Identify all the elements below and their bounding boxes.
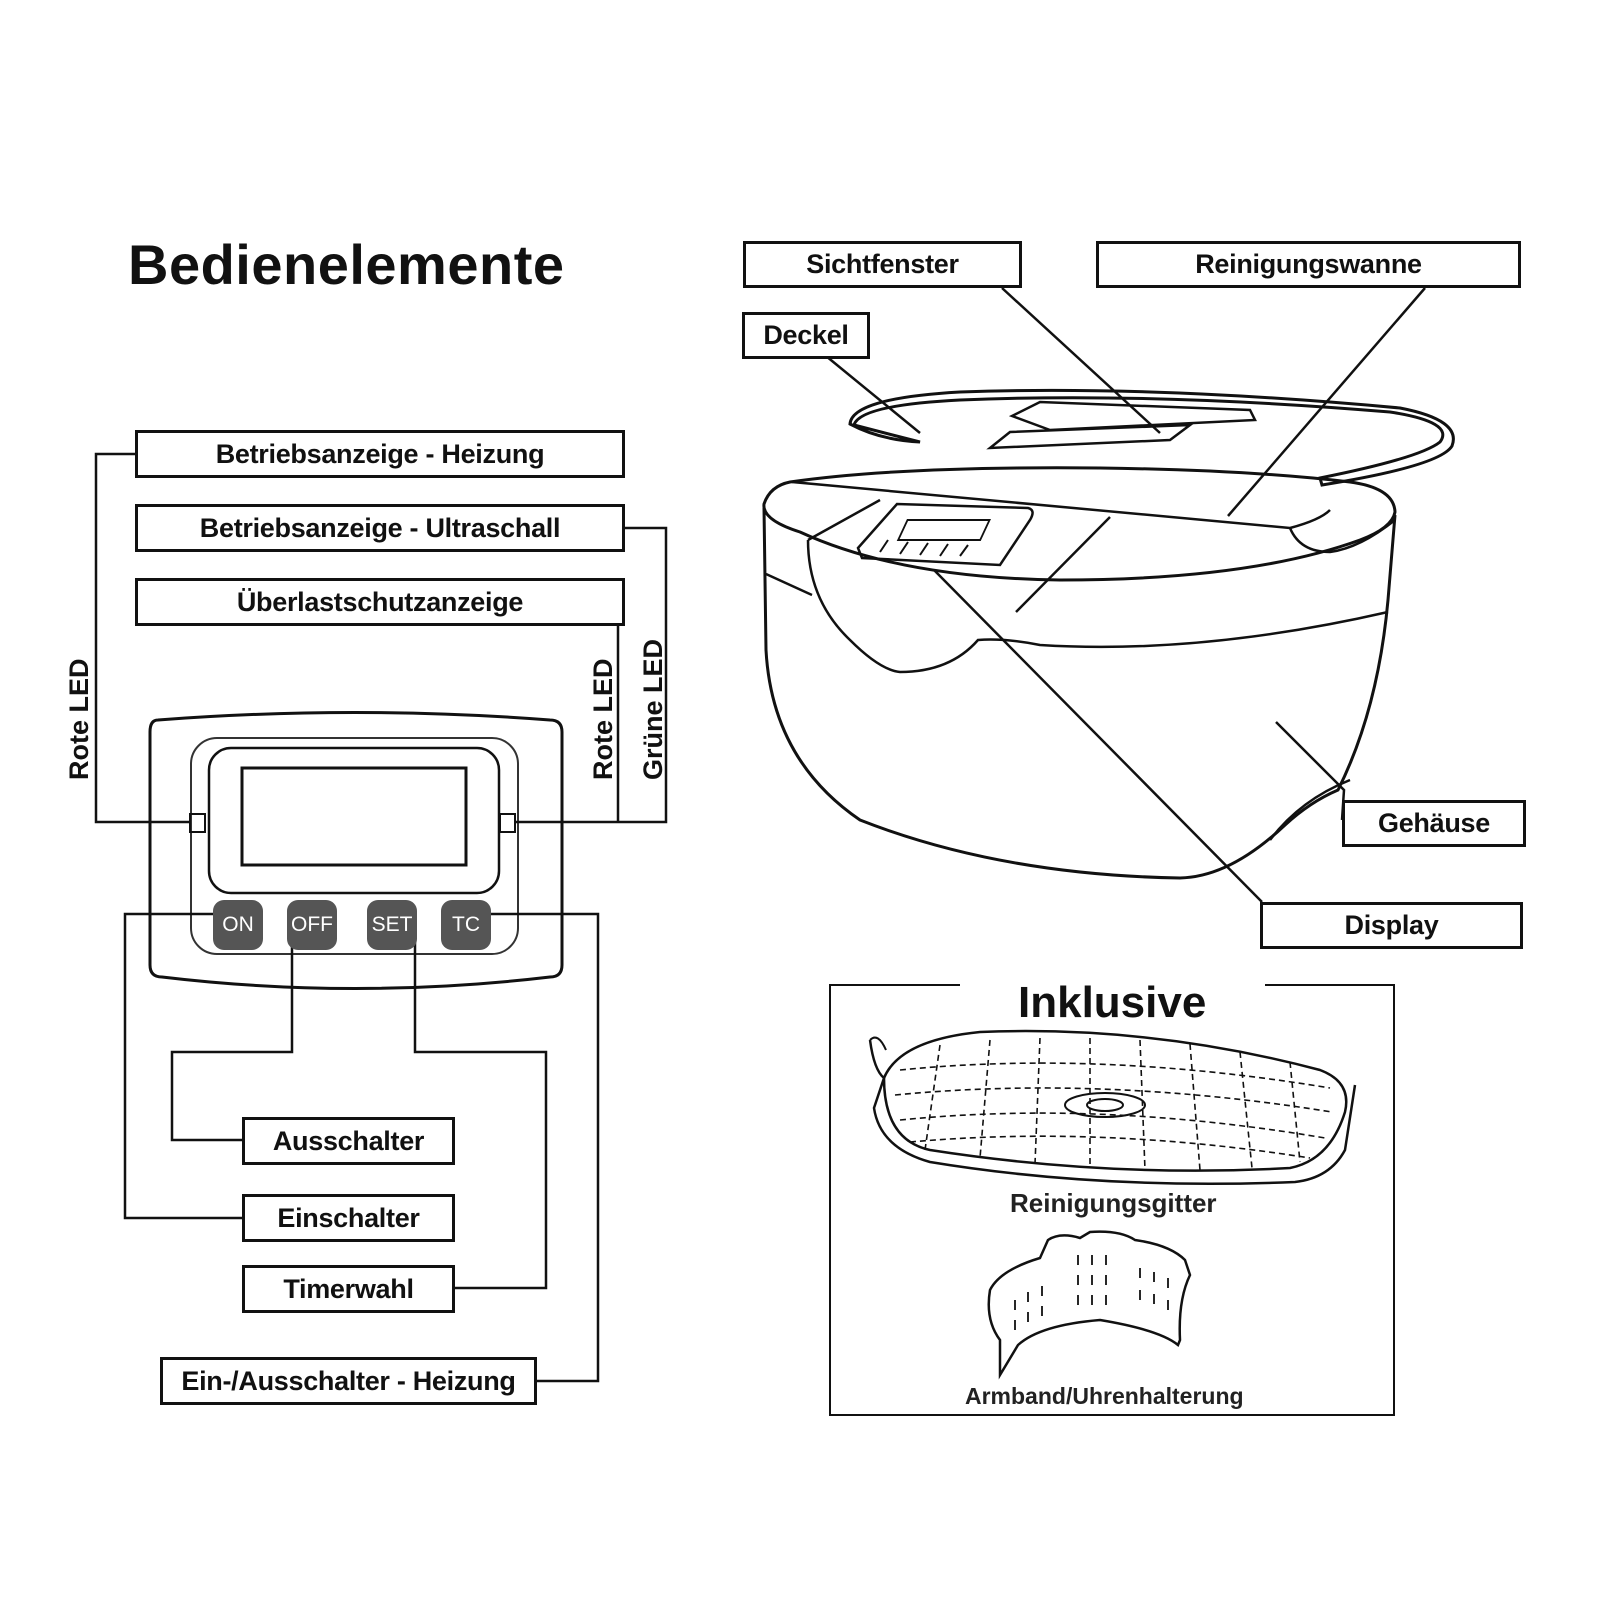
label-rote-led-left: Rote LED (64, 658, 94, 781)
label-sichtfenster: Sichtfenster (743, 241, 1022, 288)
label-einschalter: Einschalter (242, 1194, 455, 1242)
label-ueberlastschutzanzeige: Überlastschutzanzeige (135, 578, 625, 626)
body-shell (762, 507, 1397, 880)
control-panel-drawing (148, 711, 564, 990)
label-display: Display (1260, 902, 1523, 949)
panel-leader-lines (94, 452, 668, 1383)
caption-reinigungsgitter: Reinigungsgitter (1010, 1188, 1217, 1218)
inklusive-title: Inklusive (1018, 978, 1207, 1027)
caption-armband-uhrenhalterung: Armband/Uhrenhalterung (965, 1383, 1244, 1409)
cleaning-basket-drawing (868, 1029, 1357, 1186)
watch-holder-drawing (987, 1230, 1192, 1380)
label-betriebsanzeige-heizung: Betriebsanzeige - Heizung (135, 430, 625, 478)
label-gruene-led: Grüne LED (638, 638, 668, 780)
device-display (856, 502, 1034, 567)
lid (848, 388, 1455, 487)
label-ein-ausschalter-heizung: Ein-/Ausschalter - Heizung (160, 1357, 537, 1405)
label-reinigungswanne: Reinigungswanne (1096, 241, 1521, 288)
label-ausschalter: Ausschalter (242, 1117, 455, 1165)
off-button: OFF (287, 900, 337, 950)
body-rim (762, 466, 1397, 582)
set-button: SET (367, 900, 417, 950)
tc-button: TC (441, 900, 491, 950)
inklusive-frame (829, 984, 1395, 1416)
on-button: ON (213, 900, 263, 950)
label-deckel: Deckel (742, 312, 870, 359)
device-leader-lines (825, 287, 1426, 903)
cleaner-device-drawing (762, 388, 1455, 880)
label-betriebsanzeige-ultraschall: Betriebsanzeige - Ultraschall (135, 504, 625, 552)
label-gehaeuse: Gehäuse (1342, 800, 1526, 847)
page-title: Bedienelemente (128, 233, 565, 296)
label-rote-led-right: Rote LED (588, 658, 618, 781)
label-timerwahl: Timerwahl (242, 1265, 455, 1313)
